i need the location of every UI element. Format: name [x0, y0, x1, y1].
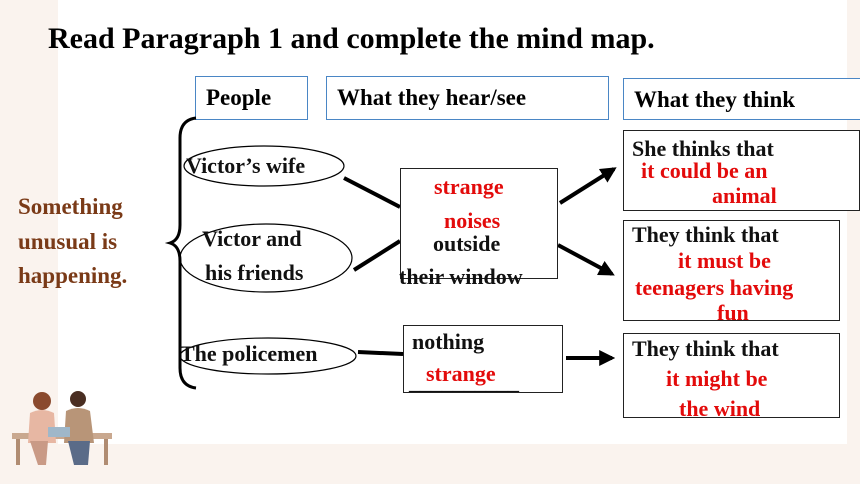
- people-illustration: [12, 391, 112, 465]
- police-to-nothing-line: [357, 350, 404, 356]
- police-thought-prompt: They think that: [632, 336, 779, 361]
- answer-strange: strange: [434, 174, 504, 199]
- root-label-line1: Something: [18, 194, 123, 219]
- page-title: Read Paragraph 1 and complete the mind m…: [48, 22, 655, 55]
- friends-thought-prompt: They think that: [632, 222, 779, 247]
- police-thought-answer-line1: it might be: [666, 366, 768, 391]
- hear-their-window: their window: [399, 264, 523, 289]
- friends-thought-box: [623, 220, 840, 321]
- background-bottom-band: [0, 444, 860, 484]
- noises-to-friends-thought-arrow: [557, 243, 615, 276]
- wife-thought-answer-line2: animal: [712, 183, 777, 208]
- police-thought-box: [623, 333, 840, 418]
- background-right-band: [847, 0, 860, 484]
- wife-thought-answer-line1: it could be an: [641, 158, 768, 183]
- answer-blank-line: __________: [409, 369, 519, 394]
- header-think: What they think: [623, 78, 860, 120]
- answer-noises: noises: [444, 208, 501, 233]
- person-friends-line1: Victor and: [202, 226, 302, 251]
- hear-nothing: nothing: [412, 329, 485, 354]
- wife-thought-box: [623, 130, 860, 211]
- nothing-box: [403, 325, 563, 393]
- person-wife: Victor’s wife: [186, 153, 306, 178]
- friends-to-noises-line: [352, 239, 402, 272]
- root-label-line3: happening.: [18, 263, 128, 288]
- friends-ellipse: [179, 223, 353, 293]
- person-friends-line2: his friends: [205, 260, 304, 285]
- police-thought-answer-line2: the wind: [679, 396, 761, 421]
- answer-strange-2: strange: [426, 361, 496, 386]
- noises-box: [400, 168, 558, 279]
- root-brace: [164, 116, 197, 390]
- police-ellipse: [179, 337, 357, 375]
- wife-thought-prompt: She thinks that: [632, 136, 774, 161]
- friends-thought-answer-line2: teenagers having: [635, 275, 794, 300]
- wife-to-noises-line: [343, 176, 401, 209]
- wife-ellipse: [183, 145, 345, 187]
- noises-to-wife-thought-arrow: [558, 167, 617, 205]
- root-label-line2: unusual is: [18, 229, 118, 254]
- friends-thought-answer-line1: it must be: [678, 248, 771, 273]
- hear-outside: outside: [433, 231, 501, 256]
- person-police: The policemen: [180, 341, 318, 366]
- friends-thought-answer-line3: fun: [717, 300, 749, 325]
- header-hear-see: What they hear/see: [326, 76, 609, 120]
- header-people: People: [195, 76, 308, 120]
